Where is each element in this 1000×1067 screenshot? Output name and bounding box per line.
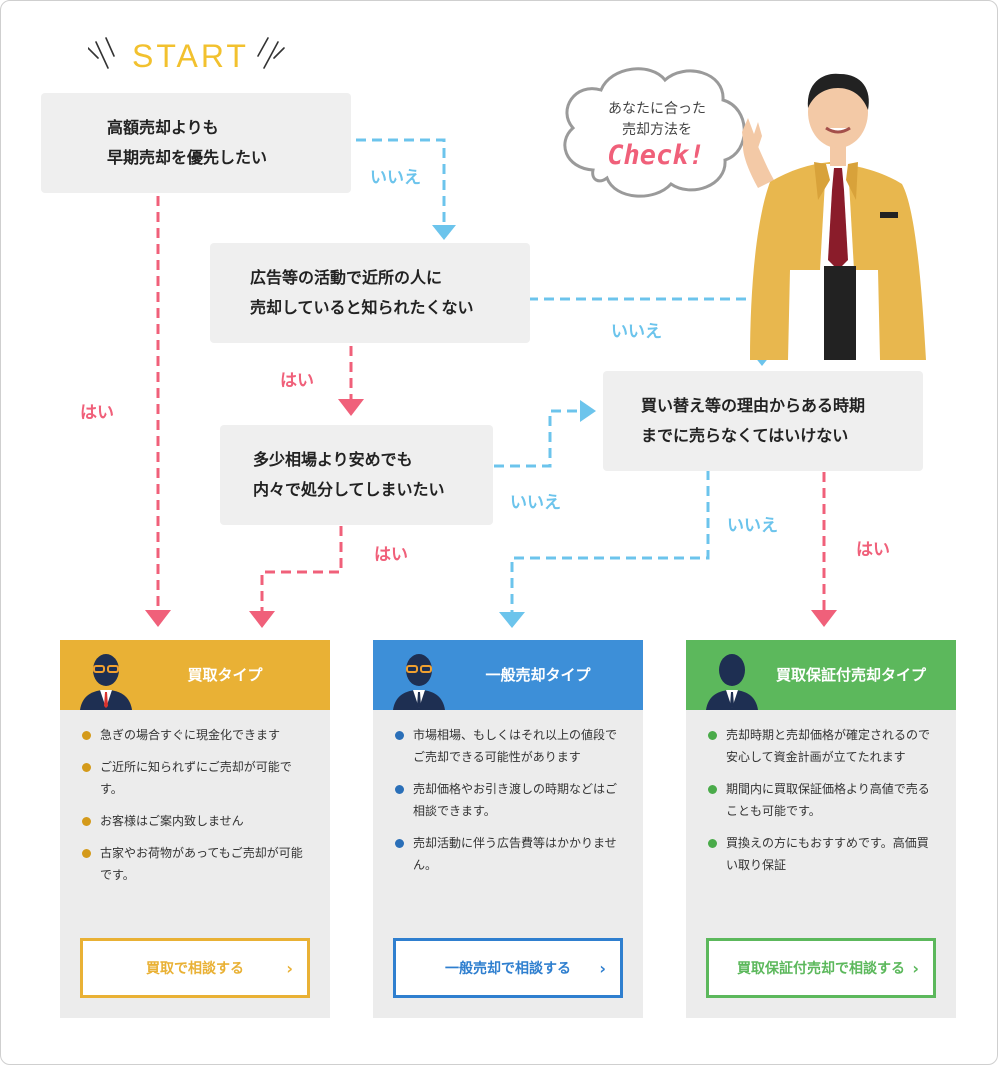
q4-no-label: いいえ bbox=[727, 511, 778, 536]
list-item: 買換えの方にもおすすめです。高価買い取り保証 bbox=[706, 832, 938, 876]
card-ippan-header: 一般売却タイプ bbox=[373, 640, 643, 710]
q4-yes-label: はい bbox=[856, 535, 890, 560]
q3-yes-line bbox=[262, 526, 341, 612]
kaitori-consult-label: 買取で相談する bbox=[146, 958, 244, 978]
q3-no-line bbox=[494, 411, 580, 466]
hosho-consult-label: 買取保証付売却で相談する bbox=[737, 958, 905, 978]
q4-yes-arrowhead bbox=[811, 610, 837, 627]
question-4: 買い替え等の理由からある時期 までに売らなくてはいけない bbox=[603, 371, 923, 471]
list-item: ご近所に知られずにご売却が可能です。 bbox=[80, 756, 312, 800]
card-kaitori: 買取タイプ 急ぎの場合すぐに現金化できます ご近所に知られずにご売却が可能です。… bbox=[60, 640, 330, 1018]
list-item: 古家やお荷物があってもご売却が可能です。 bbox=[80, 842, 312, 886]
bubble-check-text: Check! bbox=[606, 140, 706, 171]
question-3: 多少相場より安めでも 内々で処分してしまいたい bbox=[220, 425, 493, 525]
q2-yes-arrowhead bbox=[338, 399, 364, 416]
question-2: 広告等の活動で近所の人に 売却していると知られたくない bbox=[210, 243, 530, 343]
q1-no-label: いいえ bbox=[370, 163, 421, 188]
q2-yes-label: はい bbox=[280, 366, 314, 391]
bubble-line-1: あなたに合った bbox=[582, 98, 732, 118]
question-1: 高額売却よりも 早期売却を優先したい bbox=[41, 93, 351, 193]
q4-no-arrowhead bbox=[499, 612, 525, 628]
list-item: 市場相場、もしくはそれ以上の値段でご売却できる可能性があります bbox=[393, 724, 625, 768]
card-ippan-title: 一般売却タイプ bbox=[373, 664, 643, 685]
q3-no-label: いいえ bbox=[510, 488, 561, 513]
card-kaitori-title: 買取タイプ bbox=[60, 664, 330, 685]
card-hosho-header: 買取保証付売却タイプ bbox=[686, 640, 956, 710]
question-4-line-1: 買い替え等の理由からある時期 bbox=[641, 391, 923, 421]
ippan-consult-button[interactable]: 一般売却で相談する › bbox=[393, 938, 623, 998]
list-item: 期間内に買取保証価格より高値で売ることも可能です。 bbox=[706, 778, 938, 822]
hosho-consult-button[interactable]: 買取保証付売却で相談する › bbox=[706, 938, 936, 998]
list-item: 売却時期と売却価格が確定されるので安心して資金計画が立てたれます bbox=[706, 724, 938, 768]
card-kaitori-header: 買取タイプ bbox=[60, 640, 330, 710]
q3-no-arrowhead bbox=[580, 400, 596, 422]
question-1-line-2: 早期売却を優先したい bbox=[107, 143, 351, 173]
question-4-line-2: までに売らなくてはいけない bbox=[641, 421, 923, 451]
kaitori-consult-button[interactable]: 買取で相談する › bbox=[80, 938, 310, 998]
card-hosho-list: 売却時期と売却価格が確定されるので安心して資金計画が立てたれます 期間内に買取保… bbox=[686, 710, 956, 876]
card-ippan-list: 市場相場、もしくはそれ以上の値段でご売却できる可能性があります 売却価格やお引き… bbox=[373, 710, 643, 876]
ippan-consult-label: 一般売却で相談する bbox=[445, 958, 571, 978]
question-1-line-1: 高額売却よりも bbox=[107, 113, 351, 143]
card-ippan: 一般売却タイプ 市場相場、もしくはそれ以上の値段でご売却できる可能性があります … bbox=[373, 640, 643, 1018]
card-hosho-title: 買取保証付売却タイプ bbox=[686, 664, 956, 685]
list-item: 急ぎの場合すぐに現金化できます bbox=[80, 724, 312, 746]
presenter-man-icon bbox=[730, 70, 930, 370]
question-2-line-2: 売却していると知られたくない bbox=[250, 293, 530, 323]
q1-yes-arrowhead bbox=[145, 610, 171, 627]
bubble-line-2: 売却方法を bbox=[582, 119, 732, 139]
chevron-right-icon: › bbox=[912, 959, 919, 978]
q3-yes-arrowhead bbox=[249, 611, 275, 628]
chevron-right-icon: › bbox=[286, 959, 293, 978]
question-3-line-1: 多少相場より安めでも bbox=[253, 445, 493, 475]
q2-no-label: いいえ bbox=[611, 317, 662, 342]
q1-yes-label: はい bbox=[80, 398, 114, 423]
q3-yes-label: はい bbox=[374, 540, 408, 565]
list-item: 売却価格やお引き渡しの時期などはご相談できます。 bbox=[393, 778, 625, 822]
list-item: お客様はご案内致しません bbox=[80, 810, 312, 832]
q1-no-arrowhead bbox=[432, 225, 456, 240]
card-kaitori-list: 急ぎの場合すぐに現金化できます ご近所に知られずにご売却が可能です。 お客様はご… bbox=[60, 710, 330, 886]
question-3-line-2: 内々で処分してしまいたい bbox=[253, 475, 493, 505]
list-item: 売却活動に伴う広告費等はかかりません。 bbox=[393, 832, 625, 876]
card-hosho: 買取保証付売却タイプ 売却時期と売却価格が確定されるので安心して資金計画が立てた… bbox=[686, 640, 956, 1018]
chevron-right-icon: › bbox=[599, 959, 606, 978]
question-2-line-1: 広告等の活動で近所の人に bbox=[250, 263, 530, 293]
start-label: START bbox=[132, 38, 249, 75]
